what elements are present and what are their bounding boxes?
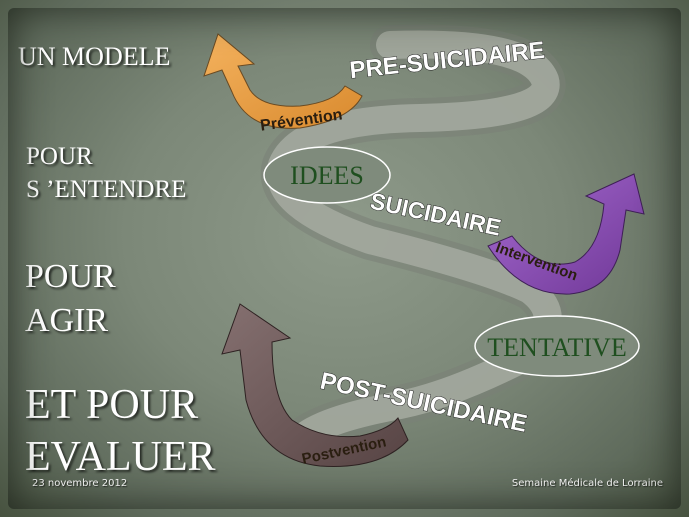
footer-date: 23 novembre 2012 (32, 478, 128, 489)
text-pour-2: POUR (25, 258, 116, 295)
prevention-arrow (203, 33, 363, 129)
title-un-modele: UN MODELE (18, 42, 171, 71)
tentative-label: TENTATIVE (487, 333, 626, 362)
text-pour-1: POUR (26, 143, 93, 170)
text-evaluer: EVALUER (25, 434, 216, 480)
intervention-arrow (487, 173, 645, 295)
s-band-highlight (266, 30, 562, 454)
postvention-arrow (221, 303, 409, 467)
footer-event: Semaine Médicale de Lorraine (511, 478, 663, 489)
idees-label: IDEES (290, 161, 364, 190)
text-agir: AGIR (25, 302, 109, 339)
idees-oval (263, 146, 391, 204)
text-et-pour: ET POUR (25, 382, 199, 428)
tentative-oval (474, 315, 640, 377)
text-s-entendre: S ’ENTENDRE (26, 176, 187, 203)
